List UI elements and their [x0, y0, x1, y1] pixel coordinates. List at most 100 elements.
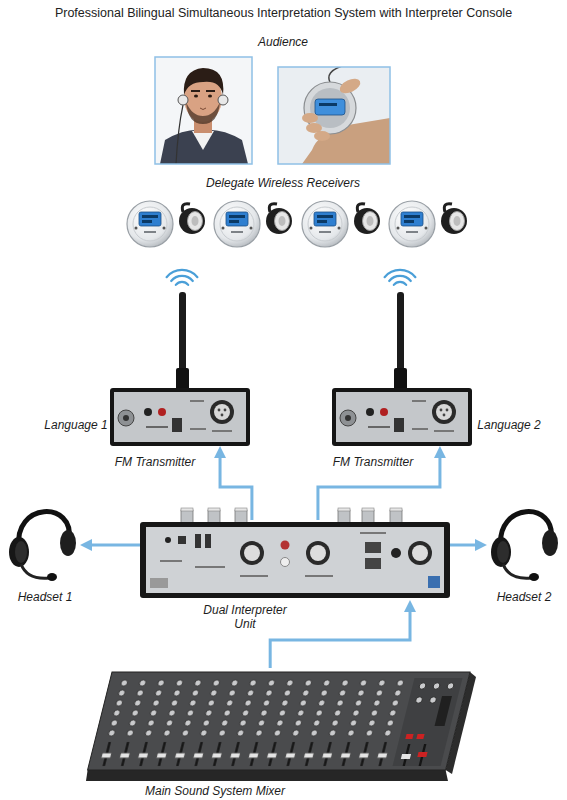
mixer-symbol: [86, 672, 476, 781]
mixer-symbol: [86, 770, 448, 781]
receiver-photo: [310, 88, 350, 128]
radio-waves: [176, 282, 188, 285]
receiver-symbol: [389, 201, 467, 247]
audience-photo: [155, 57, 252, 164]
interpreter-unit-symbol: [365, 542, 381, 553]
receiver-symbol: [127, 201, 205, 247]
headset-box: Headset 1: [5, 500, 80, 580]
mixer-symbol: [94, 740, 395, 768]
interpreter-unit-symbol: [160, 560, 182, 562]
interpreter-unit-symbol: [244, 545, 260, 561]
caption-label: FM Transmitter: [105, 455, 205, 469]
mixer-symbol: [415, 697, 423, 703]
knob-symbol: [235, 508, 247, 524]
receiver-photo: [315, 99, 345, 115]
knob-symbol: [208, 508, 220, 524]
mixer-symbol: [435, 696, 452, 726]
audience-photo: [186, 102, 220, 124]
receiver-photo: [278, 66, 390, 164]
interpreter-unit-symbol: [178, 536, 186, 544]
interpreter-unit-symbol: [195, 534, 201, 548]
audience-photo: [155, 57, 252, 164]
mixer-symbol: [417, 752, 427, 757]
transmitter-box: Language 2FM Transmitter: [332, 388, 472, 446]
interpreter-unit-symbol: [150, 578, 168, 588]
receiver-symbol: [302, 201, 380, 247]
caption-label: Language 2: [473, 418, 545, 432]
receiver-photo: [337, 76, 362, 96]
knob-symbol: [338, 508, 350, 524]
caption-label: Delegate Wireless Receivers: [153, 176, 413, 190]
mixer-symbol: [88, 672, 470, 770]
interpreter-unit-symbol: [408, 541, 432, 565]
antenna-symbol: [394, 368, 407, 390]
signal-arrow: [270, 607, 410, 668]
knob-symbol: [362, 508, 374, 524]
mixer-symbol: [401, 754, 411, 759]
receiver-photo: [314, 131, 330, 141]
mixer-symbol: [433, 683, 441, 689]
knob-symbol: [390, 508, 402, 524]
transmitter-symbol: [332, 388, 472, 446]
audience-photo: [208, 95, 212, 98]
mixer-symbol: [405, 734, 413, 739]
audience-photo: [206, 90, 215, 92]
receiver-photo: [319, 103, 337, 106]
signal-arrow: [450, 544, 480, 547]
knob-symbol: [181, 508, 193, 524]
radio-waves: [167, 270, 416, 285]
receiver-photo: [278, 67, 390, 164]
caption-label: Language 1: [40, 418, 112, 432]
interpreter-unit-box: Dual Interpreter Unit: [140, 520, 450, 600]
transmitter-symbol: [110, 388, 250, 446]
audience-photo: [184, 68, 224, 95]
audience-photo: [191, 90, 200, 92]
interpreter-unit-symbol: [281, 541, 290, 550]
interpreter-unit-symbol: [240, 575, 268, 577]
radio-waves: [167, 270, 198, 277]
receiver-symbol: [214, 201, 292, 247]
audience-photo: [155, 57, 252, 164]
caption-label: FM Transmitter: [323, 455, 423, 469]
radio-waves: [389, 276, 411, 281]
caption-label: Main Sound System Mixer: [105, 784, 325, 798]
caption-label: Audience: [203, 35, 363, 49]
interpreter-unit-symbol: [360, 532, 386, 534]
mixer-symbol: [88, 672, 470, 770]
signal-arrow: [318, 453, 440, 520]
audience-photo: [178, 95, 188, 105]
receiver-photo: [278, 67, 390, 164]
interpreter-unit-symbol: [195, 566, 225, 568]
diagram-title: Professional Bilingual Simultaneous Inte…: [0, 6, 567, 21]
antenna-symbol: [179, 292, 186, 372]
headset-symbol: [9, 512, 76, 581]
radio-waves: [394, 282, 406, 285]
mixer-symbol: [429, 697, 437, 703]
interpreter-unit-symbol: [146, 527, 444, 593]
audience-photo: [218, 95, 228, 105]
interpreter-unit-symbol: [281, 558, 290, 567]
interpreter-unit-symbol: [140, 508, 450, 598]
mixer-symbol: [102, 678, 411, 738]
receiver-photo: [329, 67, 342, 82]
caption-label: Headset 2: [484, 590, 564, 604]
receiver-group: Delegate Wireless Receivers: [125, 196, 485, 254]
audience-photo: [192, 131, 214, 150]
interpreter-unit-symbol: [140, 522, 450, 598]
mixer-symbol: [393, 678, 463, 766]
mixer-symbol: [419, 683, 427, 689]
headset-box: Headset 2: [487, 500, 562, 580]
audience-photo: [155, 57, 252, 164]
receiver-row: [127, 201, 467, 247]
interpreter-unit-symbol: [391, 548, 401, 558]
audience-photo: [160, 130, 248, 164]
receiver-photo: [278, 67, 390, 164]
mixer-symbol: [447, 683, 455, 689]
interpreter-unit-symbol: [412, 545, 428, 561]
interpreter-unit-symbol: [365, 558, 381, 569]
signal-arrow: [87, 544, 140, 547]
